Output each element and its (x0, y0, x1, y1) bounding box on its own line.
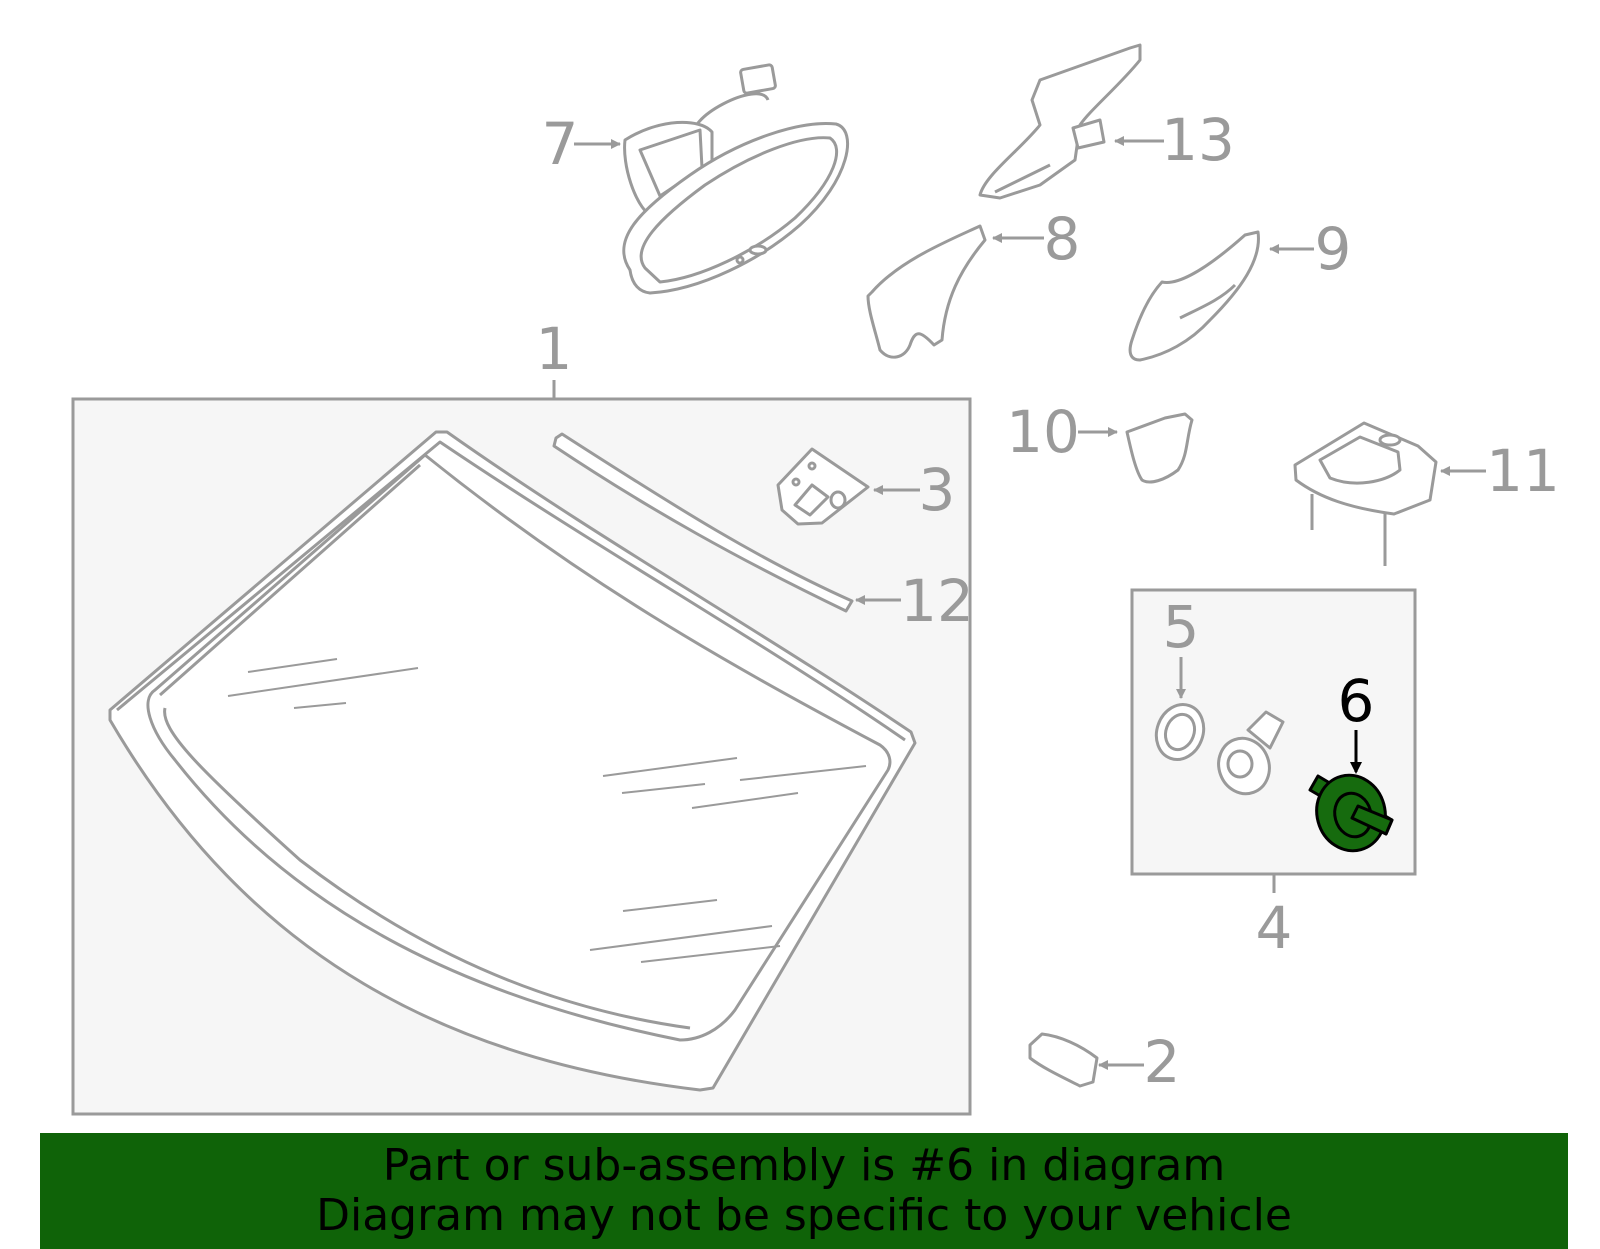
sensor-module-11 (1293, 421, 1438, 566)
callout-8: 8 (1044, 205, 1081, 273)
sensor-part (1217, 710, 1285, 796)
callout-11: 11 (1486, 437, 1560, 505)
info-banner: Part or sub-assembly is #6 in diagram Di… (40, 1133, 1568, 1249)
callout-2: 2 (1144, 1028, 1181, 1096)
bracket-part (776, 447, 870, 526)
banner-line-part: Part or sub-assembly is #6 in diagram (382, 1140, 1226, 1191)
callout-10: 10 (1006, 398, 1080, 466)
callout-12: 12 (900, 567, 974, 635)
banner-line-disclaimer: Diagram may not be specific to your vehi… (316, 1190, 1292, 1241)
clip-part-2 (1028, 1032, 1099, 1088)
callout-arrows (574, 136, 1486, 1070)
callout-5: 5 (1163, 593, 1200, 661)
molding-strip (552, 432, 854, 613)
cover-part-10 (1125, 412, 1194, 484)
callout-3: 3 (919, 456, 956, 524)
callout-4: 4 (1256, 894, 1293, 962)
rearview-mirror (622, 63, 850, 295)
seal-part-5 (1154, 703, 1206, 761)
cover-part-9 (1128, 230, 1260, 362)
cover-part-13 (978, 43, 1142, 200)
windshield-reflection-lines (227, 658, 867, 963)
callout-1: 1 (536, 315, 573, 383)
callout-7: 7 (542, 110, 579, 178)
callout-6: 6 (1338, 667, 1375, 735)
callout-13: 13 (1161, 106, 1235, 174)
windshield-glass (108, 430, 917, 1092)
highlighted-part-6[interactable] (1308, 767, 1394, 858)
callout-9: 9 (1315, 215, 1352, 283)
cover-part-8 (866, 224, 987, 359)
